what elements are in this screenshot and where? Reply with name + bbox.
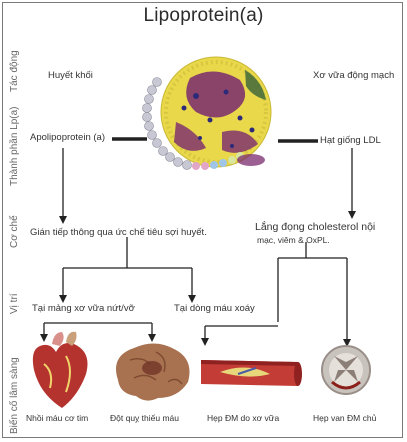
aortic-valve-illustration [321, 345, 371, 395]
label-xo-vua-dong-mach: Xơ vữa động mạch [313, 70, 395, 81]
label-apolipoprotein-a: Apolipoprotein (a) [30, 132, 105, 143]
label-huyet-khoi: Huyết khối [48, 70, 93, 81]
label-hep-van-dm-chu: Hẹp van ĐM chủ [313, 413, 377, 423]
label-lang-dong-line-1: Lắng đọng cholesterol nội [255, 221, 376, 233]
artery-illustration [201, 360, 302, 386]
heart-illustration [32, 331, 88, 408]
label-hat-giong-ldl: Hạt giống LDL [320, 135, 381, 146]
label-dong-mau-xoay: Tại dòng máu xoáy [174, 303, 255, 314]
label-hep-dm-xo-vua: Hẹp ĐM do xơ vữa [207, 413, 280, 423]
label-nhoi-mau-co-tim: Nhồi máu cơ tim [26, 413, 89, 423]
brain-illustration [116, 343, 190, 401]
label-lang-dong-line-2: mạc, viêm & OxPL. [257, 235, 330, 245]
lpa-particle-illustration [142, 56, 272, 170]
label-mang-xo-vua: Tại mảng xơ vữa nứt/vỡ [32, 303, 135, 314]
connector-lines [43, 137, 353, 341]
arrowheads [40, 211, 356, 347]
label-gian-tiep: Gián tiếp thông qua ức chế tiêu sợi huyế… [30, 227, 207, 238]
label-dot-quy: Đột quỵ thiếu máu [110, 413, 179, 423]
diagram-title: Lipoprotein(a) [143, 5, 264, 26]
